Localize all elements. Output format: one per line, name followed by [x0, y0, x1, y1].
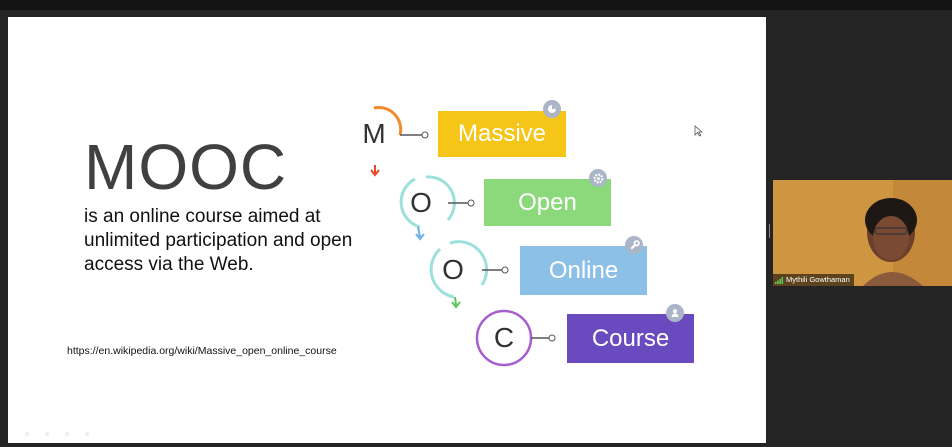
slide-navigation-icons — [25, 432, 89, 436]
user-icon — [666, 304, 684, 322]
open-label: Open — [518, 188, 577, 216]
pie-chart-icon — [543, 100, 561, 118]
online-label: Online — [548, 256, 619, 284]
shared-slide: MOOC is an online course aimed at unlimi… — [8, 17, 766, 443]
mouse-cursor-icon — [694, 125, 703, 137]
participant-video[interactable]: Mythili Gowthaman — [773, 180, 952, 286]
slide-title: MOOC — [84, 131, 288, 203]
massive-box: Massive — [438, 111, 566, 157]
top-bar — [0, 0, 952, 10]
online-box: Online — [520, 246, 647, 295]
gear-icon — [589, 169, 607, 187]
course-label: Course — [591, 324, 670, 352]
slide-description: is an online course aimed at unlimited p… — [84, 206, 353, 275]
signal-strength-icon — [775, 276, 783, 284]
wrench-icon — [625, 236, 643, 254]
participant-video-feed — [773, 180, 952, 286]
letter-c: C — [493, 322, 515, 353]
participant-name-tag: Mythili Gowthaman — [773, 274, 854, 286]
panel-splitter-handle[interactable] — [768, 224, 771, 238]
letter-o-online: O — [442, 254, 464, 285]
participant-name: Mythili Gowthaman — [786, 275, 850, 284]
letter-m: M — [362, 118, 386, 149]
open-box: Open — [484, 179, 611, 226]
massive-label: Massive — [457, 120, 547, 147]
course-box: Course — [567, 314, 694, 363]
mooc-diagram — [370, 106, 556, 367]
letter-o-open: O — [410, 187, 432, 218]
wikipedia-link[interactable]: https://en.wikipedia.org/wiki/Massive_op… — [67, 345, 337, 357]
